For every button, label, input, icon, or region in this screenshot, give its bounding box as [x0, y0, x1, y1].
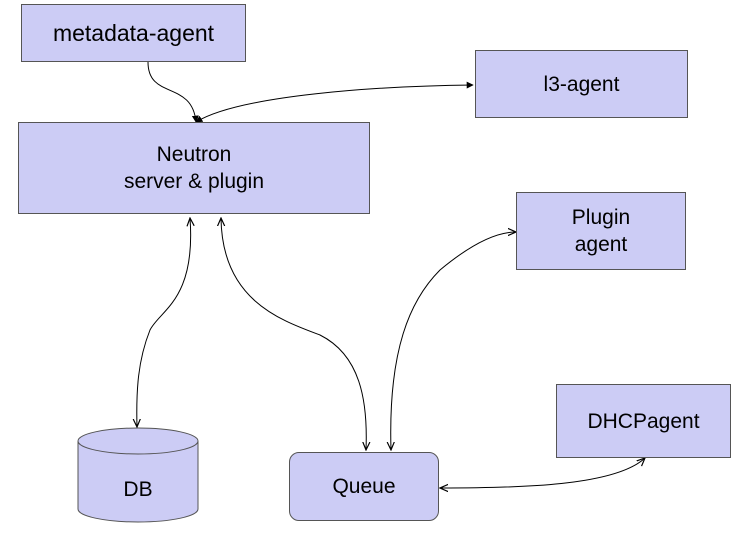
node-plugin-agent[interactable]: Plugin agent — [516, 192, 686, 270]
node-dhcp-agent[interactable]: DHCPagent — [556, 384, 731, 458]
node-plugin-agent-label-line1: Plugin — [571, 206, 631, 229]
edge-neutron-to-queue — [221, 218, 366, 450]
edge-queue-to-plugin-agent — [391, 232, 516, 450]
node-neutron-server[interactable]: Neutron server & plugin — [18, 122, 370, 214]
edge-metadata-to-neutron — [147, 61, 199, 123]
node-queue-label: Queue — [332, 475, 396, 498]
node-queue[interactable]: Queue — [289, 452, 439, 521]
node-db-label: DB — [123, 478, 153, 501]
db-cylinder — [77, 427, 199, 523]
node-neutron-label-line1: Neutron — [156, 143, 232, 166]
node-metadata-agent-label: metadata-agent — [52, 19, 215, 46]
edge-neutron-to-db — [137, 218, 191, 427]
node-metadata-agent[interactable]: metadata-agent — [21, 4, 246, 62]
edge-neutron-to-l3 — [195, 81, 474, 123]
node-l3-agent-label: l3-agent — [543, 72, 620, 96]
node-neutron-label-line2: server & plugin — [123, 170, 265, 193]
node-dhcp-agent-label: DHCPagent — [587, 409, 700, 433]
edge-queue-to-dhcp-agent — [440, 458, 645, 488]
node-plugin-agent-label-line2: agent — [574, 233, 628, 256]
node-l3-agent[interactable]: l3-agent — [475, 50, 688, 118]
